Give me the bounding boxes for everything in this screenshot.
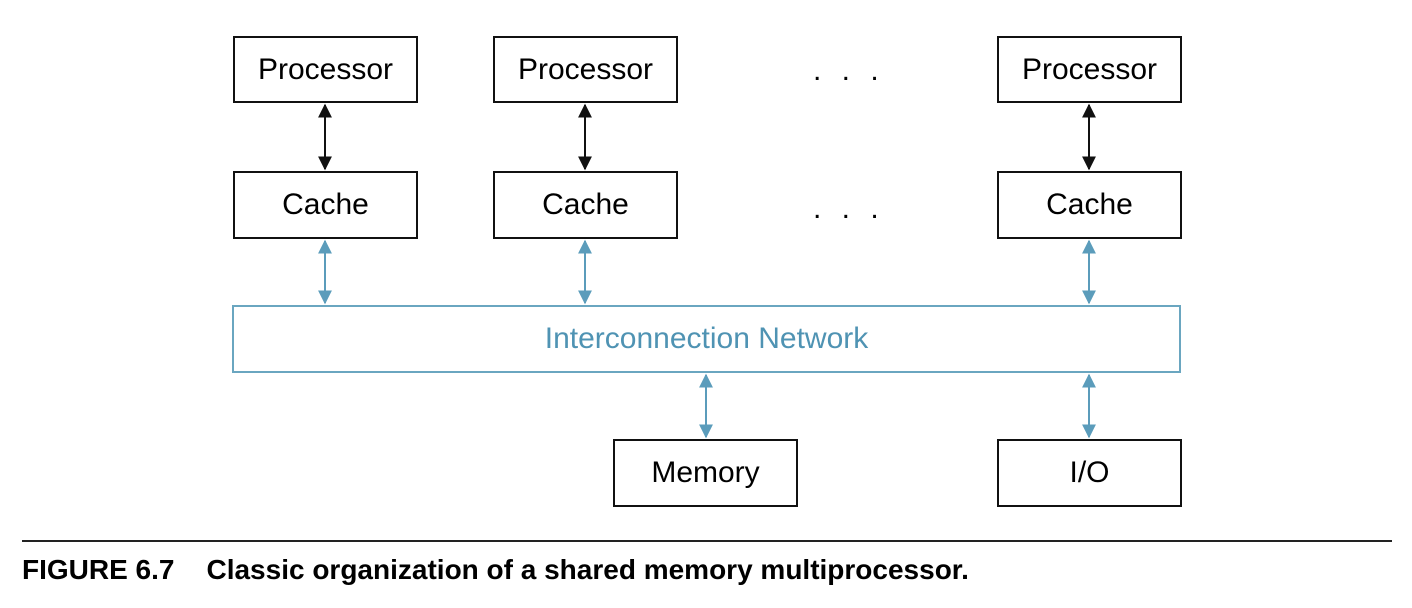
processor-2-label: Processor bbox=[517, 52, 654, 86]
processor-1-label: Processor bbox=[257, 52, 394, 86]
figure-caption-text: Classic organization of a shared memory … bbox=[206, 554, 969, 585]
cache-2-label: Cache bbox=[542, 188, 629, 221]
interconnection-network-label: Interconnection Network bbox=[544, 322, 869, 355]
io-label: I/O bbox=[1069, 456, 1110, 489]
processor-3-box: Processor bbox=[997, 36, 1182, 103]
processor-ellipsis: . . . bbox=[813, 54, 885, 87]
figure-number: FIGURE 6.7 bbox=[22, 554, 175, 585]
cache-2-box: Cache bbox=[493, 171, 678, 239]
figure-caption: FIGURE 6.7 Classic organization of a shar… bbox=[22, 556, 969, 584]
interconnection-network-box: Interconnection Network bbox=[232, 305, 1181, 373]
cache-1-label: Cache bbox=[282, 188, 369, 221]
processor-1-box: Processor bbox=[233, 36, 418, 103]
cache-ellipsis: . . . bbox=[813, 192, 885, 225]
cache-3-label: Cache bbox=[1046, 188, 1133, 221]
io-box: I/O bbox=[997, 439, 1182, 507]
cache-1-box: Cache bbox=[233, 171, 418, 239]
memory-box: Memory bbox=[613, 439, 798, 507]
processor-2-box: Processor bbox=[493, 36, 678, 103]
caption-divider bbox=[22, 540, 1392, 542]
processor-3-label: Processor bbox=[1021, 52, 1158, 86]
memory-label: Memory bbox=[651, 456, 760, 489]
cache-3-box: Cache bbox=[997, 171, 1182, 239]
